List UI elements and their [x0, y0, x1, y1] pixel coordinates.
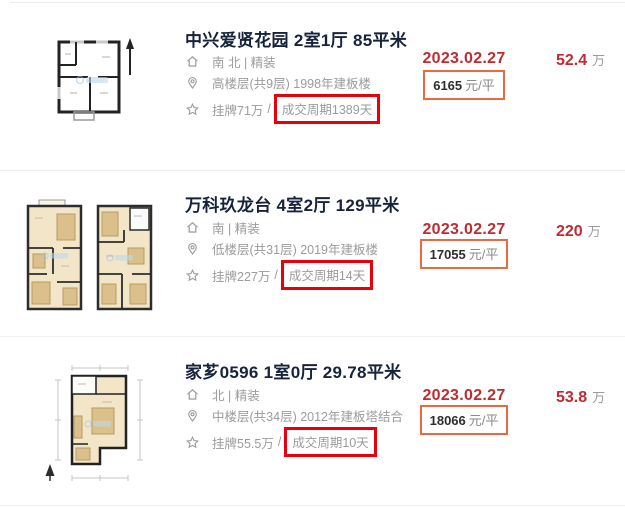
listing-title[interactable]: 家芗0596 1室0厅 29.78平米 — [185, 363, 402, 382]
unit-price-label: 元/平 — [465, 78, 495, 93]
orientation-line: 南 北 | 精装 — [186, 52, 276, 71]
orientation-text: 南 北 | 精装 — [212, 56, 276, 70]
orientation-text: 南 | 精装 — [212, 222, 260, 236]
floor-text: 高楼层(共9层) 1998年建板楼 — [212, 77, 372, 91]
north-arrow-icon — [126, 38, 134, 75]
watermark — [41, 252, 68, 260]
slash-text: / — [274, 268, 278, 282]
floorplan-thumbnail[interactable] — [50, 27, 142, 125]
house-icon — [187, 56, 198, 67]
top-divider — [10, 2, 625, 3]
total-price: 220 万 — [556, 221, 601, 241]
floor-line: 低楼层(共31层) 2019年建板楼 — [186, 239, 378, 258]
floor-line: 高楼层(共9层) 1998年建板楼 — [186, 73, 371, 92]
floorplan-thumbnail[interactable] — [36, 360, 158, 486]
listing-price-text: 挂牌227万 — [212, 269, 271, 284]
total-price: 52.4 万 — [556, 50, 605, 70]
listing-row[interactable]: 中兴爱贤花园 2室1厅 85平米 南 北 | 精装 高楼层(共9层) 1998年… — [0, 3, 625, 170]
north-arrow-icon — [45, 464, 55, 481]
listing-row[interactable]: 家芗0596 1室0厅 29.78平米 北 | 精装 中楼层(共34层) 201… — [0, 337, 625, 505]
floor-text: 中楼层(共34层) 2012年建板塔结合 — [212, 410, 404, 424]
listing-title[interactable]: 万科玖龙台 4室2厅 129平米 — [185, 196, 400, 215]
deal-date: 2023.02.27 — [422, 50, 506, 67]
floorplan-image — [45, 365, 143, 481]
orientation-text: 北 | 精装 — [212, 389, 260, 403]
slash-text: / — [277, 435, 282, 449]
listing-price-text: 挂牌55.5万 — [212, 436, 274, 451]
listing-row[interactable]: 万科玖龙台 4室2厅 129平米 南 | 精装 低楼层(共31层) 2019年建… — [0, 171, 625, 336]
floorplan-thumbnail[interactable] — [92, 196, 157, 318]
listing-price-line: 挂牌71万 / 成交周期1389天 — [186, 94, 381, 124]
row-divider — [0, 336, 625, 337]
location-pin-icon — [188, 409, 197, 422]
orientation-line: 南 | 精装 — [186, 218, 260, 237]
total-price: 53.8 万 — [556, 387, 605, 407]
listing-price-line: 挂牌227万 / 成交周期14天 — [186, 260, 374, 290]
house-icon — [187, 222, 198, 233]
floorplan-image — [96, 204, 153, 311]
row-divider — [0, 170, 625, 171]
floorplan-image — [26, 199, 83, 311]
floor-text: 低楼层(共31层) 2019年建板楼 — [212, 243, 379, 257]
star-icon — [186, 102, 199, 115]
bottom-divider — [0, 505, 625, 506]
deal-date: 2023.02.27 — [422, 387, 506, 404]
watermark — [106, 254, 133, 262]
watermark — [75, 75, 108, 85]
location-pin-icon — [188, 76, 197, 89]
listing-title[interactable]: 中兴爱贤花园 2室1厅 85平米 — [185, 31, 408, 50]
listing-price-line: 挂牌55.5万 / 成交周期10天 — [186, 427, 377, 457]
orientation-line: 北 | 精装 — [186, 385, 260, 404]
unit-price-value: 6165 — [433, 78, 463, 93]
total-price-value: 52.4 — [556, 52, 588, 69]
floor-line: 中楼层(共34层) 2012年建板塔结合 — [186, 406, 403, 425]
deal-cycle-highlight: 成交周期1389天 — [273, 94, 381, 124]
watermark — [84, 420, 111, 428]
total-price-unit: 万 — [592, 390, 606, 405]
slash-text: / — [267, 102, 271, 116]
floorplan-thumbnail[interactable] — [21, 196, 88, 318]
total-price-value: 220 — [556, 223, 583, 240]
deal-cycle-highlight: 成交周期14天 — [280, 260, 374, 290]
location-pin-icon — [188, 242, 197, 255]
deal-date: 2023.02.27 — [422, 221, 506, 238]
deal-cycle-highlight: 成交周期10天 — [284, 427, 377, 457]
house-icon — [187, 389, 198, 400]
floorplan-image — [57, 38, 134, 121]
unit-price-label: 元/平 — [468, 247, 499, 262]
total-price-unit: 万 — [592, 53, 606, 68]
total-price-unit: 万 — [587, 224, 601, 239]
star-icon — [186, 268, 199, 281]
total-price-value: 53.8 — [556, 389, 588, 406]
star-icon — [186, 435, 199, 448]
listing-price-text: 挂牌71万 — [212, 103, 264, 118]
unit-price-label: 元/平 — [468, 413, 499, 428]
unit-price-value: 18066 — [429, 413, 466, 428]
unit-price-value: 17055 — [429, 247, 466, 262]
